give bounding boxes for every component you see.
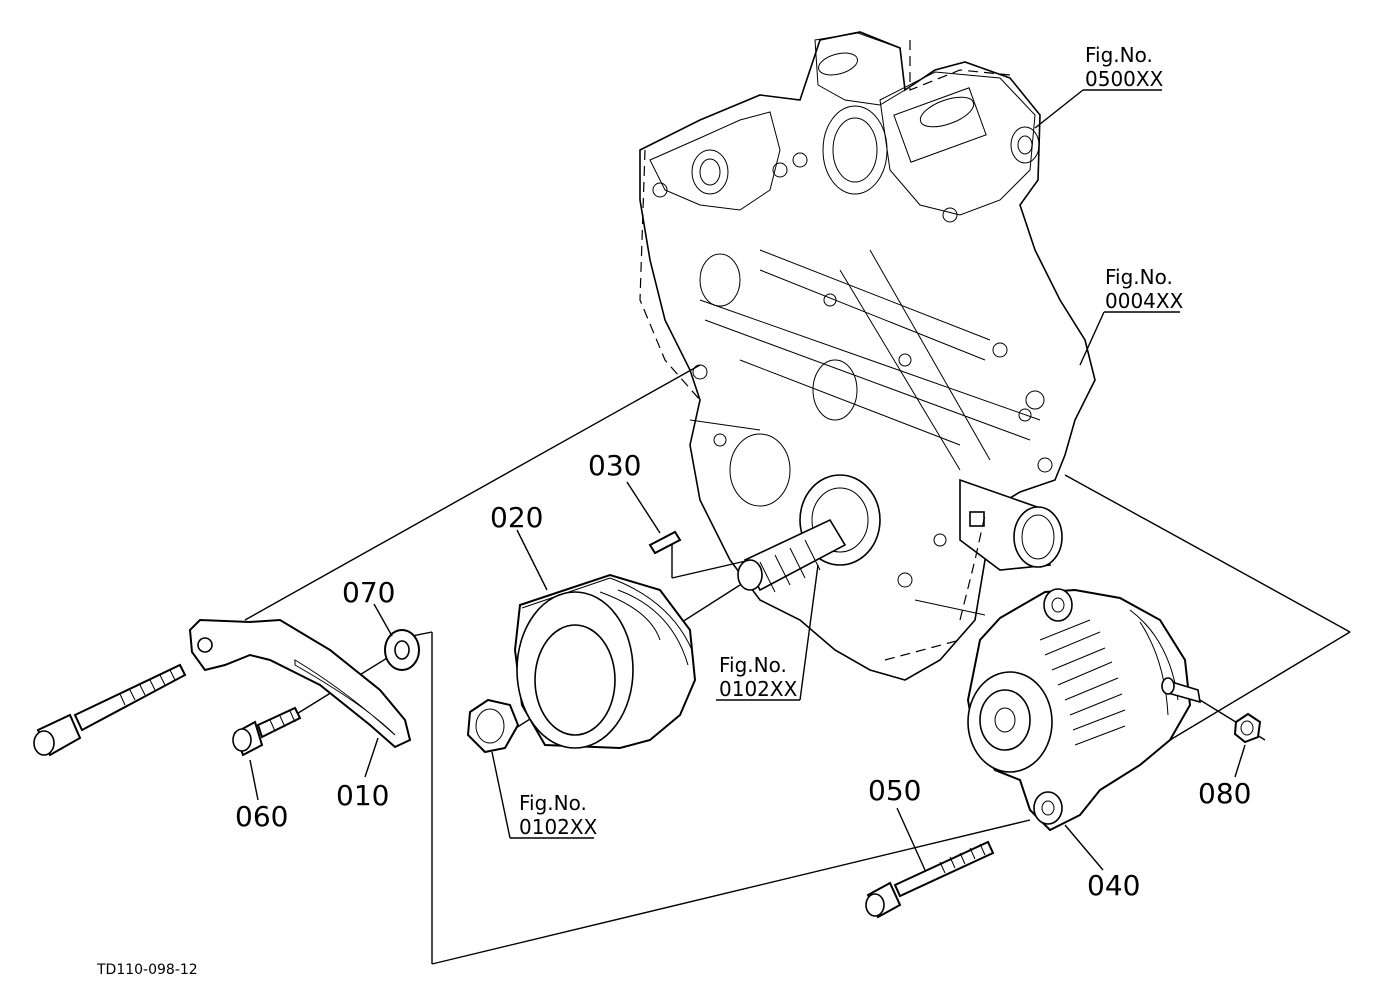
gear-case-housing	[639, 31, 1096, 681]
part-callouts: 070 020 030 060 010 050 080 040	[235, 449, 1251, 902]
callout-080: 080	[1198, 777, 1251, 810]
callout-leaders	[249, 89, 1246, 871]
alternator-part	[966, 588, 1201, 832]
stay-long-bolt	[33, 663, 187, 757]
feather-key-part	[648, 530, 682, 555]
fig-ref-0102xx-nut: Fig.No. 0102XX	[519, 791, 598, 839]
stay-bolt-part	[232, 706, 302, 757]
fig-ref-label: Fig.No.	[719, 653, 787, 677]
callout-040: 040	[1087, 869, 1140, 902]
plain-washer-part	[384, 629, 420, 671]
nut-part	[1233, 712, 1262, 744]
fig-ref-label: Fig.No.	[1085, 43, 1153, 67]
fig-ref-number: 0102XX	[519, 815, 598, 839]
alternator-stay-part	[188, 618, 412, 749]
fig-ref-0004xx: Fig.No. 0004XX	[1105, 265, 1184, 313]
callout-030: 030	[588, 449, 641, 482]
callout-020: 020	[490, 501, 543, 534]
callout-060: 060	[235, 800, 288, 833]
callout-070: 070	[342, 576, 395, 609]
callout-050: 050	[868, 774, 921, 807]
fig-ref-number: 0004XX	[1105, 289, 1184, 313]
alternator-bolt-part	[865, 840, 995, 919]
fig-ref-number: 0102XX	[719, 677, 798, 701]
fan-drive-pulley-part	[513, 573, 697, 750]
pulley-nut-part	[466, 698, 520, 754]
fig-ref-0500xx: Fig.No. 0500XX	[1085, 43, 1164, 91]
drawing-code: TD110-098-12	[96, 962, 198, 978]
fig-ref-number: 0500XX	[1085, 67, 1164, 91]
callout-010: 010	[336, 779, 389, 812]
fig-ref-label: Fig.No.	[519, 791, 587, 815]
figure-references: Fig.No. 0500XX Fig.No. 0004XX Fig.No. 01…	[519, 43, 1184, 839]
fig-ref-label: Fig.No.	[1105, 265, 1173, 289]
fig-ref-0102xx-shaft: Fig.No. 0102XX	[719, 653, 798, 701]
